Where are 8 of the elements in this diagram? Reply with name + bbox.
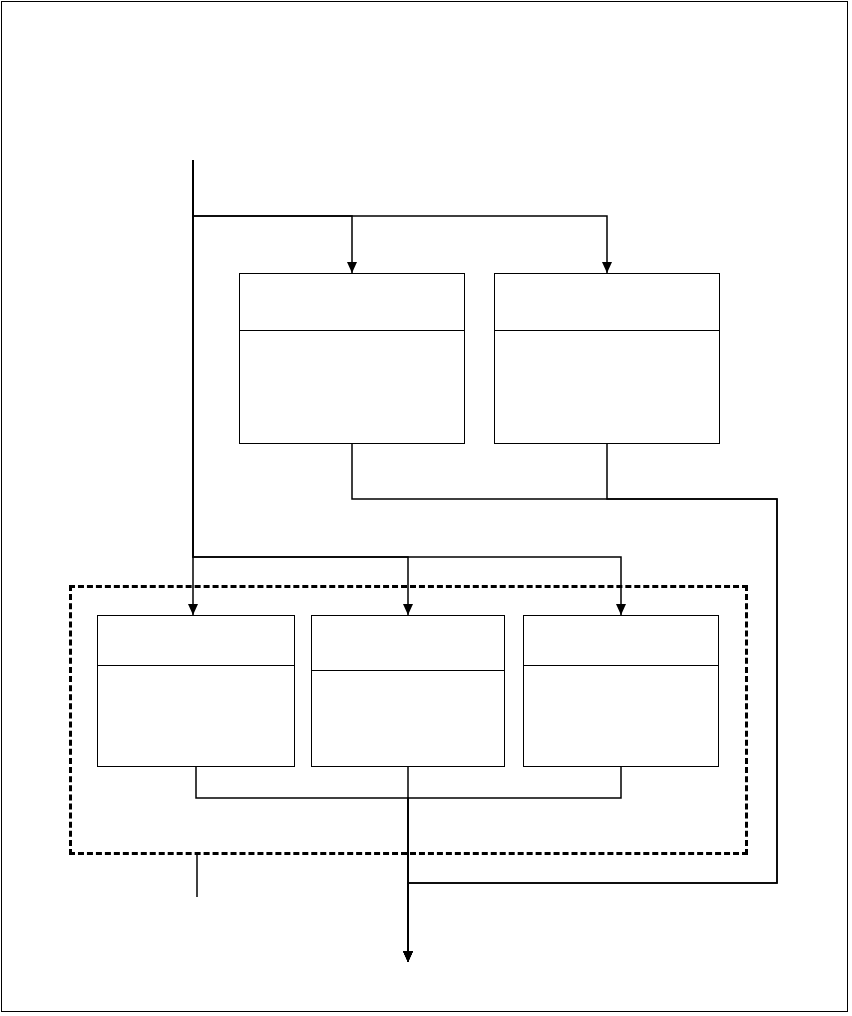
process-box [97, 615, 295, 767]
arrow [192, 159, 626, 616]
process-box [523, 615, 719, 767]
process-box [239, 273, 465, 444]
dashed-group-box [69, 585, 748, 855]
process-box [311, 615, 505, 767]
arrow [403, 766, 622, 963]
process-box [494, 273, 720, 444]
